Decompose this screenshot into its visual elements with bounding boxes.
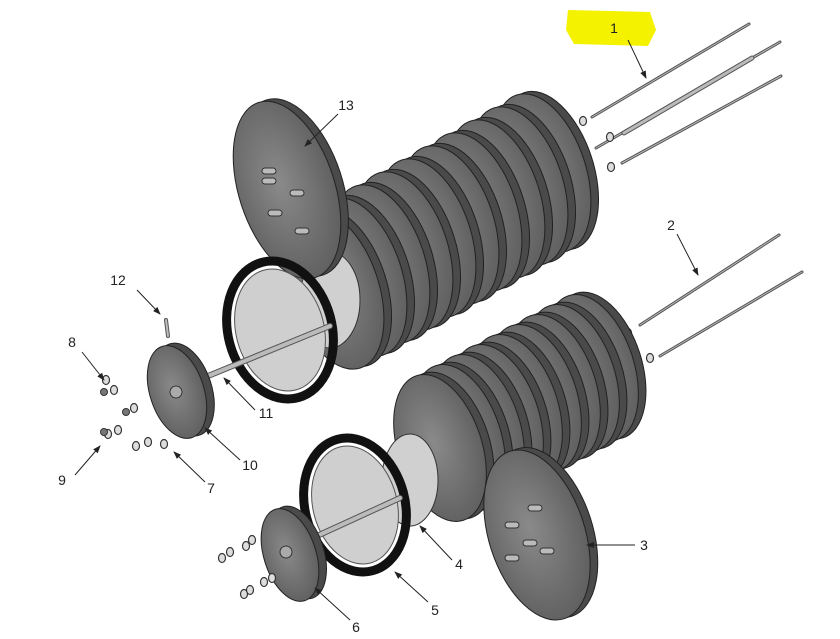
stud — [289, 189, 305, 197]
callout-10: 10 — [204, 427, 258, 473]
callout-label: 6 — [352, 619, 360, 635]
callout-11: 11 — [223, 377, 274, 421]
washer — [247, 534, 257, 546]
hub — [279, 545, 293, 559]
callout-8: 8 — [68, 334, 105, 381]
callout-label: 9 — [58, 472, 66, 488]
callout-label: 7 — [207, 480, 215, 496]
washer — [245, 584, 255, 596]
nut — [100, 388, 108, 396]
washer — [217, 552, 227, 564]
callout-3: 3 — [586, 537, 648, 553]
callout-13: 13 — [304, 97, 354, 147]
callout-label: 11 — [259, 405, 274, 421]
callout-5: 5 — [394, 571, 439, 618]
washer — [113, 424, 123, 436]
callout-7: 7 — [173, 451, 215, 496]
callout-arrow — [204, 427, 241, 461]
stud — [261, 177, 277, 185]
callout-4: 4 — [419, 525, 463, 572]
washer — [109, 384, 119, 396]
callout-2: 2 — [667, 217, 699, 276]
callout-arrow — [136, 289, 161, 315]
washer — [129, 402, 139, 414]
nut — [122, 408, 130, 416]
washer — [143, 436, 153, 448]
stud — [539, 547, 555, 555]
callout-arrow — [173, 451, 206, 483]
callout-arrow — [74, 445, 101, 476]
callout-arrow — [223, 377, 256, 411]
spacer-tube-highlight — [622, 56, 754, 135]
callout-label: 10 — [242, 457, 258, 473]
washer — [645, 352, 655, 364]
callout-arrow — [394, 571, 429, 603]
washer — [225, 546, 235, 558]
washer — [259, 576, 269, 588]
washer — [241, 540, 251, 552]
disc-face — [232, 100, 342, 280]
callout-1: 1 — [610, 20, 647, 79]
callout-arrow — [627, 39, 647, 79]
callout-label: 3 — [640, 537, 648, 553]
callout-arrow — [81, 351, 105, 381]
washer — [131, 440, 141, 452]
highlight-marker — [566, 10, 656, 46]
stud — [522, 539, 538, 547]
stud — [527, 504, 543, 512]
stud — [504, 521, 520, 529]
callout-label: 8 — [68, 334, 76, 350]
callout-label: 13 — [338, 97, 354, 113]
callout-label: 2 — [667, 217, 675, 233]
callout-6: 6 — [314, 587, 360, 635]
washer — [605, 131, 615, 143]
bolt-highlight — [165, 319, 169, 337]
stud — [261, 167, 277, 175]
tie-rod-highlight — [659, 271, 803, 357]
callout-label: 1 — [610, 20, 618, 36]
washer — [267, 572, 277, 584]
hub — [169, 385, 183, 399]
tie-rod-highlight — [591, 23, 750, 118]
callout-9: 9 — [58, 445, 101, 488]
nut — [100, 428, 108, 436]
tie-rod-highlight — [639, 234, 780, 326]
callout-arrow — [419, 525, 453, 561]
washer — [159, 438, 169, 450]
tie-rod-highlight — [621, 75, 782, 164]
wheel-hub — [311, 445, 399, 565]
callout-arrow — [304, 113, 339, 147]
callout-12: 12 — [110, 272, 161, 315]
callout-label: 5 — [431, 602, 439, 618]
washer — [578, 115, 588, 127]
callout-arrow — [676, 233, 699, 276]
callout-label: 12 — [110, 272, 126, 288]
end-disc-13 — [232, 98, 349, 280]
washer — [606, 161, 616, 173]
wheel-hub — [234, 268, 326, 392]
end-disc-3 — [483, 447, 599, 621]
shaft-highlight — [206, 324, 332, 378]
stud — [504, 554, 520, 562]
rubber-ring — [222, 256, 338, 404]
stud — [267, 209, 283, 217]
disc-face — [483, 449, 591, 621]
callout-label: 4 — [455, 556, 463, 572]
callout-arrow — [314, 587, 351, 621]
stud — [294, 227, 310, 235]
